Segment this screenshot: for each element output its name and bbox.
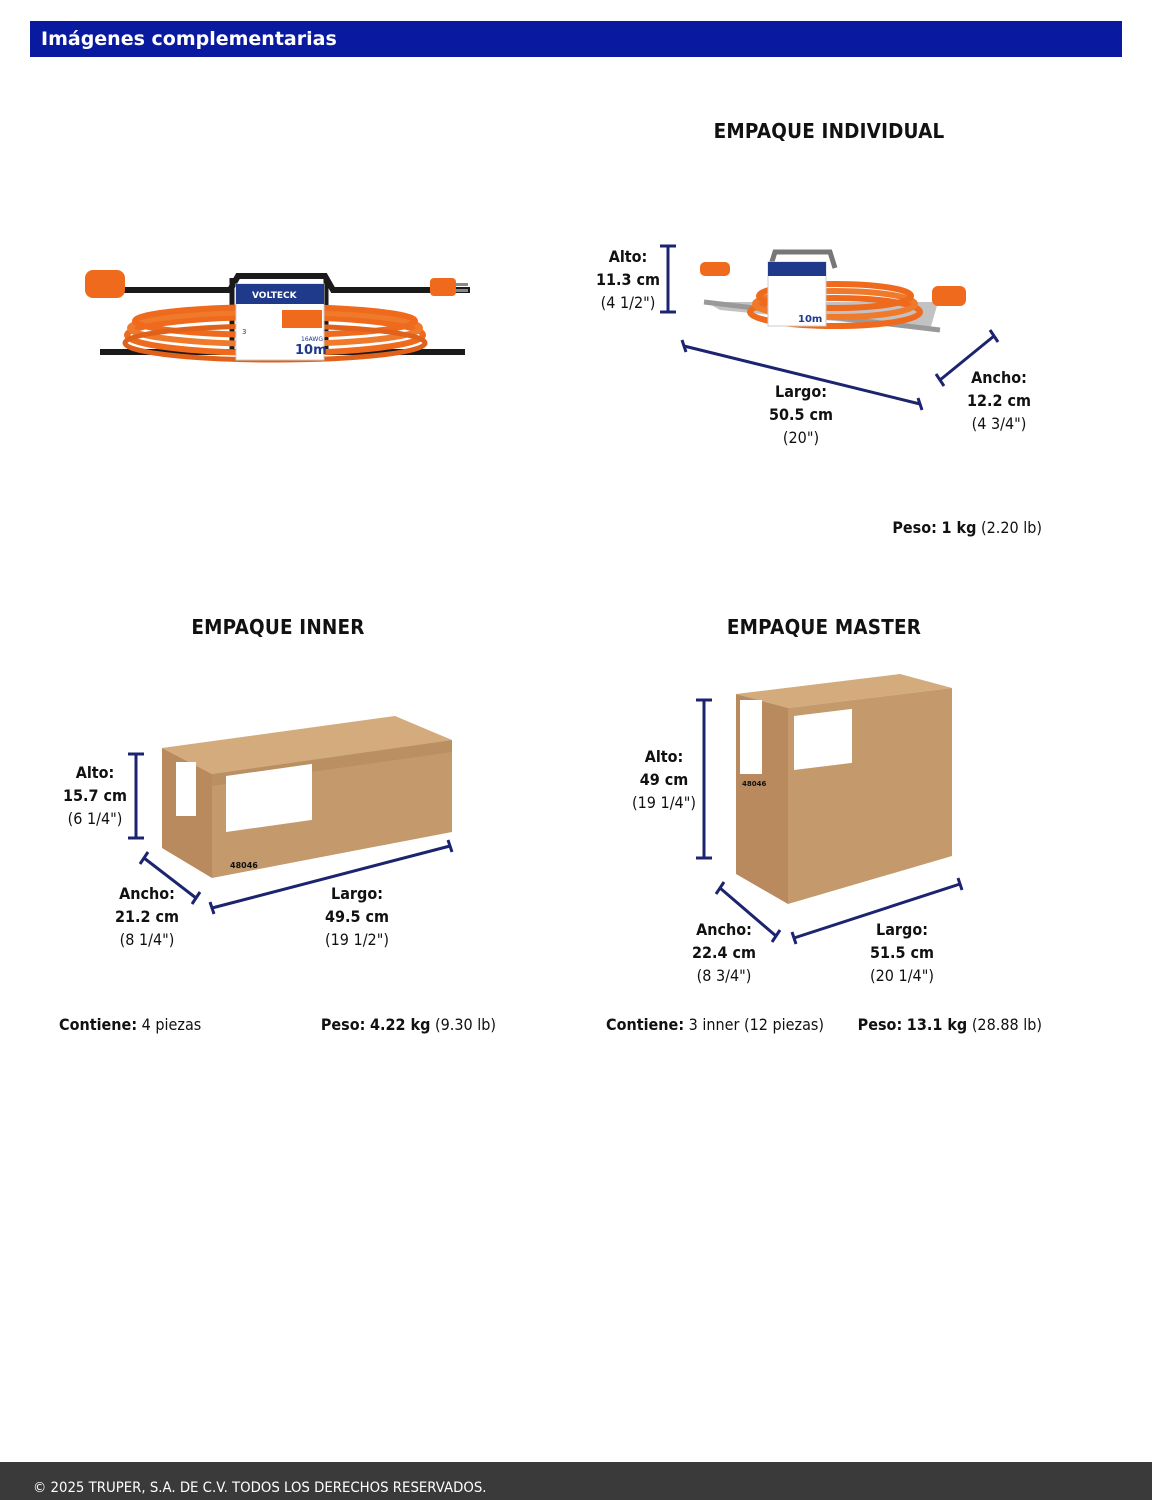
- dim-imperial: (4 1/2"): [600, 293, 656, 312]
- header-bar: Imágenes complementarias: [30, 21, 1122, 57]
- dim-imperial: (19 1/4"): [632, 793, 696, 812]
- product-label-brand: VOLTECK: [252, 291, 298, 301]
- peso-value: 13.1 kg: [906, 1015, 968, 1034]
- inner-box-image: 48046: [162, 716, 452, 878]
- peso-value: 1 kg: [941, 518, 977, 537]
- dim-value: 49.5 cm: [324, 907, 390, 926]
- dim-imperial: (4 3/4"): [971, 414, 1027, 433]
- peso-imperial: (28.88 lb): [971, 1015, 1042, 1034]
- individual-package-image: 10m: [700, 249, 966, 333]
- individual-alto: Alto: 11.3 cm (4 1/2"): [579, 245, 676, 314]
- master-peso: Peso: 13.1 kg (28.88 lb): [853, 1015, 1042, 1034]
- master-title: EMPAQUE MASTER: [726, 615, 922, 639]
- contiene-value: 3 inner (12 piezas): [688, 1015, 825, 1034]
- inner-box-code: 48046: [230, 861, 258, 870]
- contiene-value: 4 piezas: [141, 1015, 202, 1034]
- individual-peso: Peso: 1 kg (2.20 lb): [853, 518, 1042, 537]
- individual-title: EMPAQUE INDIVIDUAL: [713, 119, 945, 143]
- master-contiene: Contiene: 3 inner (12 piezas): [606, 1015, 824, 1034]
- dim-imperial: (19 1/2"): [325, 930, 389, 949]
- master-box-code: 48046: [742, 780, 766, 788]
- peso-label: Peso:: [892, 518, 937, 537]
- dim-value: 50.5 cm: [768, 405, 834, 424]
- inner-alto: Alto: 15.7 cm (6 1/4"): [46, 761, 145, 830]
- footer-bar: © 2025 TRUPER, S.A. DE C.V. TODOS LOS DE…: [0, 1462, 1152, 1500]
- master-largo: Largo: 51.5 cm (20 1/4"): [853, 918, 952, 987]
- peso-label: Peso:: [320, 1015, 366, 1034]
- inner-largo: Largo: 49.5 cm (19 1/2"): [308, 882, 407, 951]
- dim-imperial: (6 1/4"): [67, 809, 123, 828]
- dim-label: Largo:: [876, 920, 928, 939]
- dim-label: Largo:: [775, 382, 827, 401]
- dim-label: Ancho:: [696, 920, 752, 939]
- footer-copyright: © 2025 TRUPER, S.A. DE C.V. TODOS LOS DE…: [33, 1480, 487, 1496]
- peso-imperial: (2.20 lb): [980, 518, 1042, 537]
- dim-value: 15.7 cm: [62, 786, 128, 805]
- dim-imperial: (8 1/4"): [119, 930, 175, 949]
- master-ancho: Ancho: 22.4 cm (8 3/4"): [675, 918, 774, 987]
- inner-title: EMPAQUE INNER: [191, 615, 365, 639]
- master-alto: Alto: 49 cm (19 1/4"): [615, 745, 714, 814]
- master-box-image: 48046: [736, 674, 952, 904]
- dim-label: Alto:: [608, 247, 648, 266]
- product-label-length: 10m: [295, 343, 327, 358]
- dim-imperial: (8 3/4"): [696, 966, 752, 985]
- dim-label: Alto:: [644, 747, 684, 766]
- peso-imperial: (9.30 lb): [434, 1015, 496, 1034]
- product-label-count: 3: [242, 328, 246, 336]
- product-label-gauge: 16AWG: [301, 336, 323, 343]
- contiene-label: Contiene:: [606, 1015, 685, 1034]
- dim-value: 51.5 cm: [869, 943, 935, 962]
- inner-ancho: Ancho: 21.2 cm (8 1/4"): [98, 882, 197, 951]
- dim-value: 11.3 cm: [595, 270, 661, 289]
- dim-label: Ancho:: [971, 368, 1027, 387]
- dim-imperial: (20 1/4"): [870, 966, 934, 985]
- dim-value: 49 cm: [639, 770, 689, 789]
- individual-ancho: Ancho: 12.2 cm (4 3/4"): [950, 366, 1049, 435]
- individual-largo: Largo: 50.5 cm (20"): [752, 380, 851, 449]
- dimension-lines: [128, 244, 1000, 945]
- product-image-extension-cord: VOLTECK 10m 16AWG 3: [85, 270, 470, 363]
- inner-peso: Peso: 4.22 kg (9.30 lb): [307, 1015, 496, 1034]
- dim-value: 12.2 cm: [966, 391, 1032, 410]
- peso-value: 4.22 kg: [369, 1015, 431, 1034]
- dim-value: 22.4 cm: [691, 943, 757, 962]
- dim-imperial: (20"): [782, 428, 820, 447]
- dim-value: 21.2 cm: [114, 907, 180, 926]
- dim-label: Alto:: [75, 763, 115, 782]
- inner-contiene: Contiene: 4 piezas: [59, 1015, 201, 1034]
- peso-label: Peso:: [857, 1015, 903, 1034]
- dim-label: Ancho:: [119, 884, 175, 903]
- contiene-label: Contiene:: [59, 1015, 138, 1034]
- individual-label-length: 10m: [798, 314, 822, 325]
- header-title: Imágenes complementarias: [41, 28, 337, 50]
- dim-label: Largo:: [331, 884, 383, 903]
